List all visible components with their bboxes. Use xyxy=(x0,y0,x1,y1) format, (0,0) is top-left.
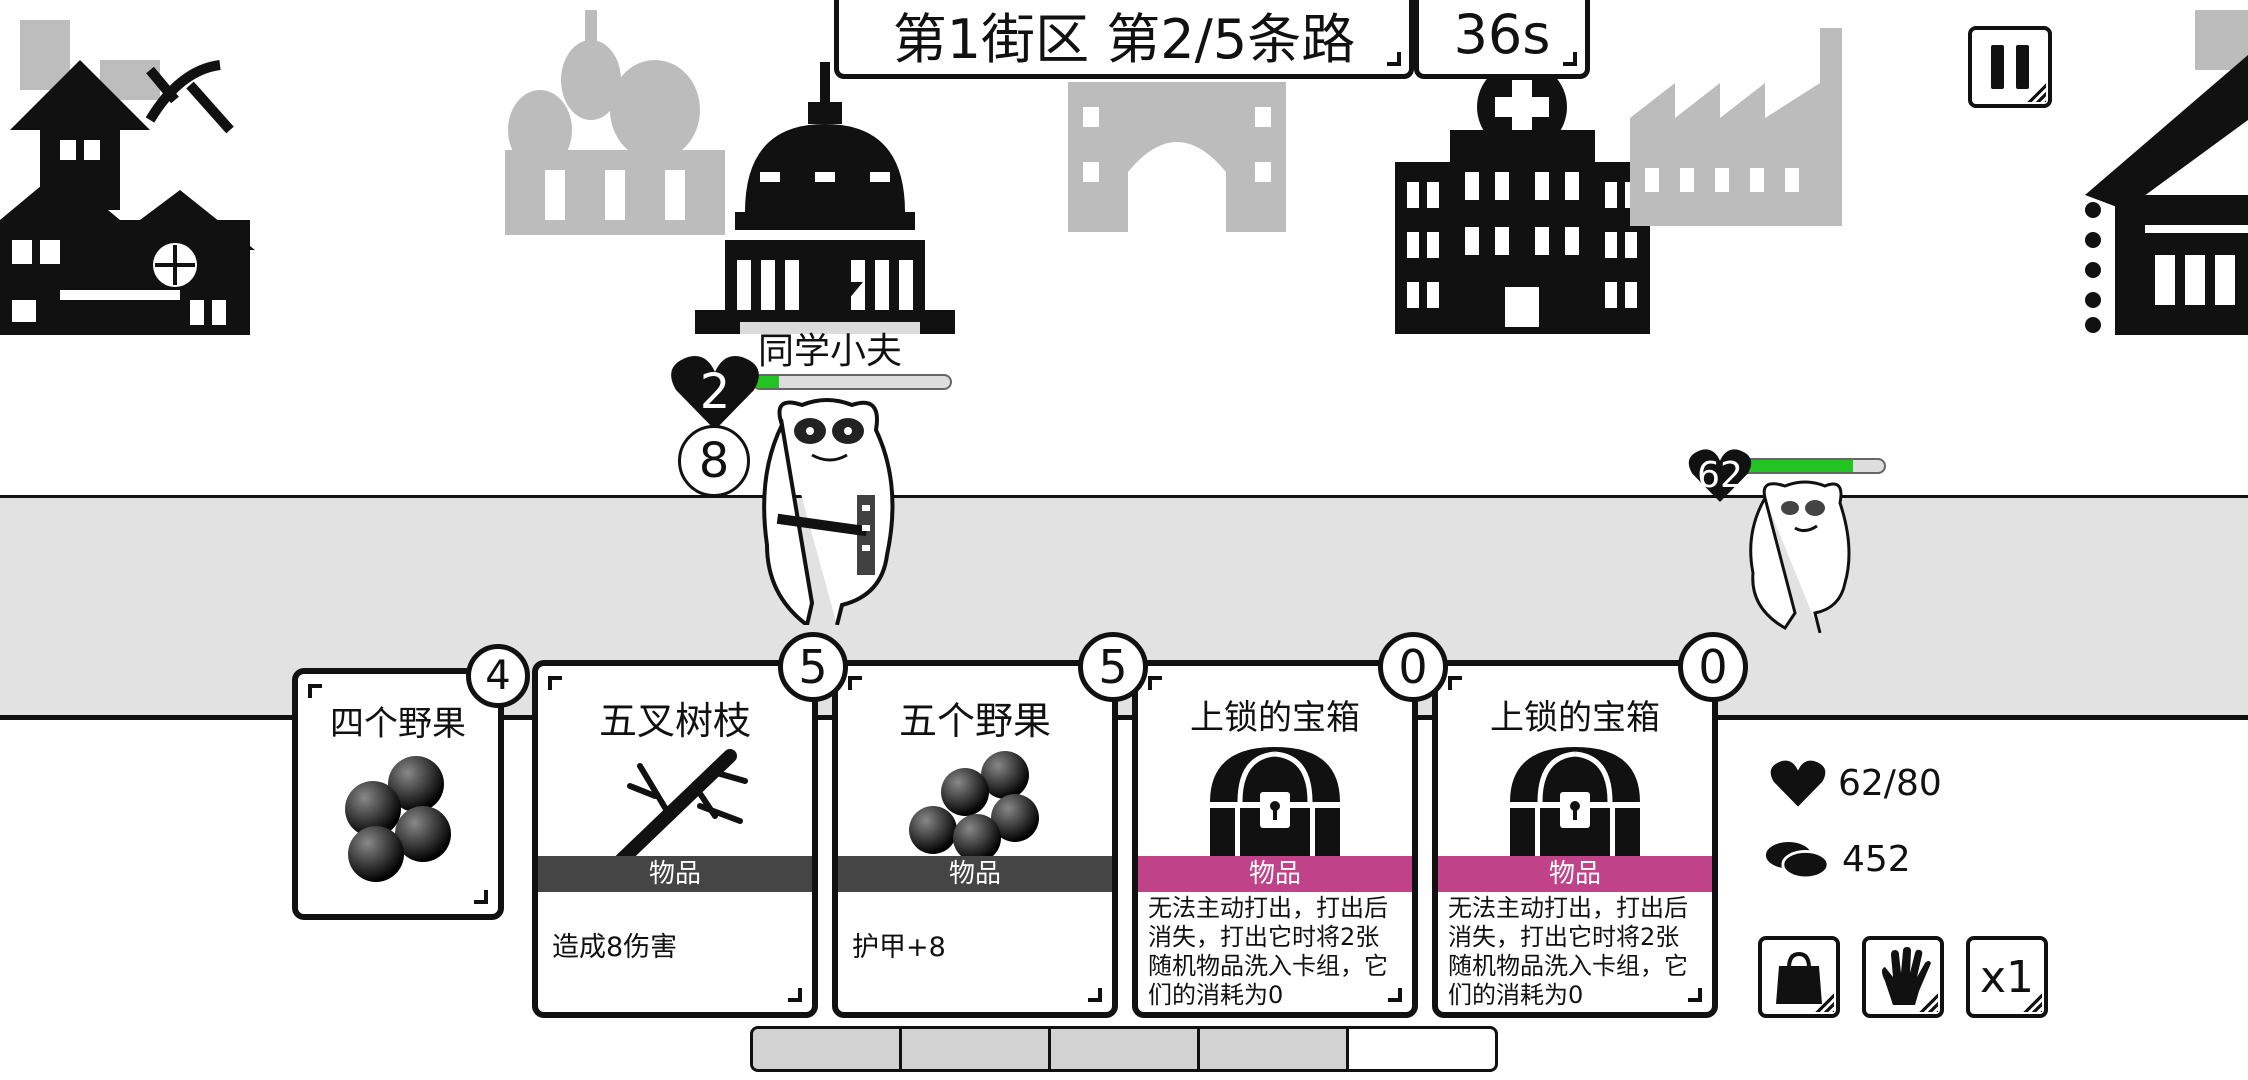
card-type-band: 物品 xyxy=(538,856,812,892)
deck-progress-segment xyxy=(1051,1029,1200,1069)
player-heart-badge: 2 xyxy=(670,352,760,432)
card-locked-chest-2[interactable]: 上锁的宝箱 物品 无法主动打出，打出后消失，打出它时将2张随机物品洗入卡组，它们… xyxy=(1432,632,1748,1018)
factory-icon xyxy=(1630,28,1850,226)
enemy-hp-bar xyxy=(1740,458,1886,474)
location-label: 第1街区 第2/5条路 xyxy=(892,7,1356,71)
pause-button[interactable] xyxy=(1968,26,2052,108)
castle-gate-icon xyxy=(1068,62,1286,232)
player-hp-bar xyxy=(752,374,952,390)
player-name: 同学小夫 xyxy=(740,322,920,372)
timer-banner: 36s xyxy=(1414,0,1590,79)
player-block-badge: 8 xyxy=(678,425,750,497)
deck-progress-bar xyxy=(750,1026,1498,1072)
cathedral-icon xyxy=(505,10,725,235)
card-title: 五叉树枝 xyxy=(598,699,751,743)
timer-label: 36s xyxy=(1453,2,1551,66)
card-cost: 4 xyxy=(466,644,530,708)
card-title: 五个野果 xyxy=(898,699,1051,743)
card-title: 四个野果 xyxy=(330,704,466,744)
deck-progress-segment xyxy=(1200,1029,1349,1069)
log-cabin-icon xyxy=(2085,10,2248,335)
hand-button[interactable] xyxy=(1862,936,1944,1018)
card-five-berries[interactable]: 五个野果 物品 护甲+8 5 xyxy=(832,632,1148,1018)
location-banner: 第1街区 第2/5条路 xyxy=(834,0,1414,79)
shop-button[interactable] xyxy=(1758,936,1840,1018)
branch-icon xyxy=(600,746,750,878)
card-cost: 0 xyxy=(1678,632,1748,702)
enemy-heart-badge: 62 xyxy=(1688,446,1752,504)
card-four-berries[interactable]: 四个野果 4 xyxy=(292,644,530,920)
card-title: 上锁的宝箱 xyxy=(1490,698,1660,738)
card-title: 上锁的宝箱 xyxy=(1190,698,1360,738)
card-type-band: 物品 xyxy=(838,856,1112,892)
deck-progress-segment xyxy=(753,1029,902,1069)
card-cost: 5 xyxy=(778,632,848,702)
card-locked-chest-1[interactable]: 上锁的宝箱 物品 无法主动打出，打出后消失，打出它时将2张随机物品洗入卡组，它们… xyxy=(1132,632,1448,1018)
enemy-character[interactable] xyxy=(1745,478,1855,634)
enemy-hp-fill xyxy=(1742,460,1853,472)
bag-icon xyxy=(1776,951,1822,1004)
heart-icon xyxy=(1770,760,1826,807)
haunted-house-icon xyxy=(0,10,260,335)
deck-progress-segment xyxy=(1349,1029,1495,1069)
card-type-band: 物品 xyxy=(1438,856,1712,892)
card-description: 护甲+8 xyxy=(852,932,946,963)
coin-value: 452 xyxy=(1842,838,1911,880)
hp-stat: 62/80 xyxy=(1770,758,1942,808)
card-cost: 0 xyxy=(1378,632,1448,702)
card-type-band: 物品 xyxy=(1138,856,1412,892)
card-description: 无法主动打出，打出后消失，打出它时将2张随机物品洗入卡组，它们的消耗为0 xyxy=(1148,894,1388,1009)
card-description: 无法主动打出，打出后消失，打出它时将2张随机物品洗入卡组，它们的消耗为0 xyxy=(1448,894,1688,1009)
speed-button[interactable]: x1 xyxy=(1966,936,2048,1018)
player-character[interactable] xyxy=(752,395,902,629)
berries-icon xyxy=(905,750,1045,862)
hospital-icon xyxy=(1395,62,1650,334)
speed-label: x1 xyxy=(1979,951,2035,1003)
chest-icon xyxy=(1500,742,1650,860)
hp-value: 62/80 xyxy=(1838,762,1942,804)
coins-icon xyxy=(1765,842,1830,880)
berries-icon xyxy=(338,754,458,884)
deck-progress-segment xyxy=(902,1029,1051,1069)
card-cost: 5 xyxy=(1078,632,1148,702)
chest-icon xyxy=(1200,742,1350,860)
pause-icon xyxy=(1991,45,2004,89)
coin-stat: 452 xyxy=(1764,838,1911,880)
hand-icon xyxy=(1882,947,1931,1005)
card-description: 造成8伤害 xyxy=(552,932,678,963)
card-five-branch[interactable]: 五叉树枝 物品 造成8伤害 5 xyxy=(532,632,848,1018)
player-hp-fill xyxy=(754,376,780,388)
target-arrow-icon xyxy=(803,248,863,318)
